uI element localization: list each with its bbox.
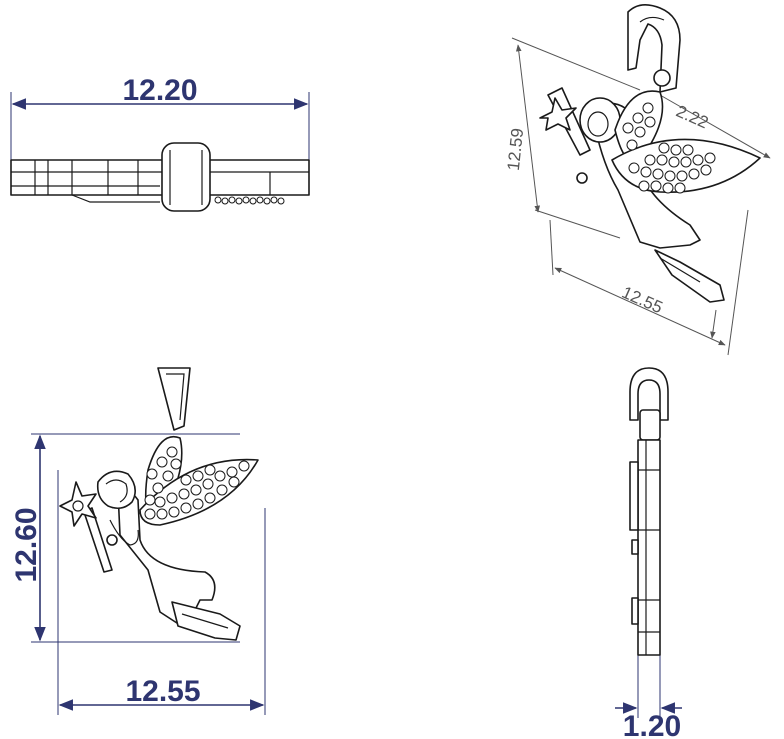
front-bail (157, 367, 191, 431)
iso-star (539, 97, 577, 131)
front-wing-gems (144, 446, 250, 520)
iso-wing-gems (622, 102, 716, 194)
side-pendant (629, 367, 669, 656)
top-view: 12.20 (10, 74, 310, 212)
side-body (637, 439, 661, 656)
iso-width-dimension-line (554, 267, 726, 346)
iso-fairy-pendant (539, 4, 761, 303)
side-view: 1.20 (615, 367, 682, 739)
iso-width-label: 12.55 (619, 283, 666, 318)
top-width-label: 12.20 (122, 74, 197, 107)
front-star (59, 481, 97, 527)
bail-top (161, 142, 211, 212)
isometric-view: 12.59 2.22 12.55 (504, 4, 771, 356)
front-view: 12.60 12.55 (10, 367, 266, 715)
front-fairy-pendant (59, 367, 259, 641)
side-thickness-label: 1.20 (623, 710, 681, 739)
front-height-label: 12.60 (10, 507, 43, 582)
iso-depth-dimension-line (659, 94, 771, 159)
pendant-body-top (10, 159, 310, 196)
front-width-label: 12.55 (125, 675, 200, 708)
iso-depth-label: 2.22 (673, 102, 711, 133)
iso-bail (627, 4, 681, 93)
top-view-gems (214, 196, 285, 205)
front-head (96, 470, 136, 510)
iso-height-dimension-line (515, 44, 541, 213)
iso-height-label: 12.59 (504, 127, 527, 171)
top-view-body (10, 142, 310, 212)
